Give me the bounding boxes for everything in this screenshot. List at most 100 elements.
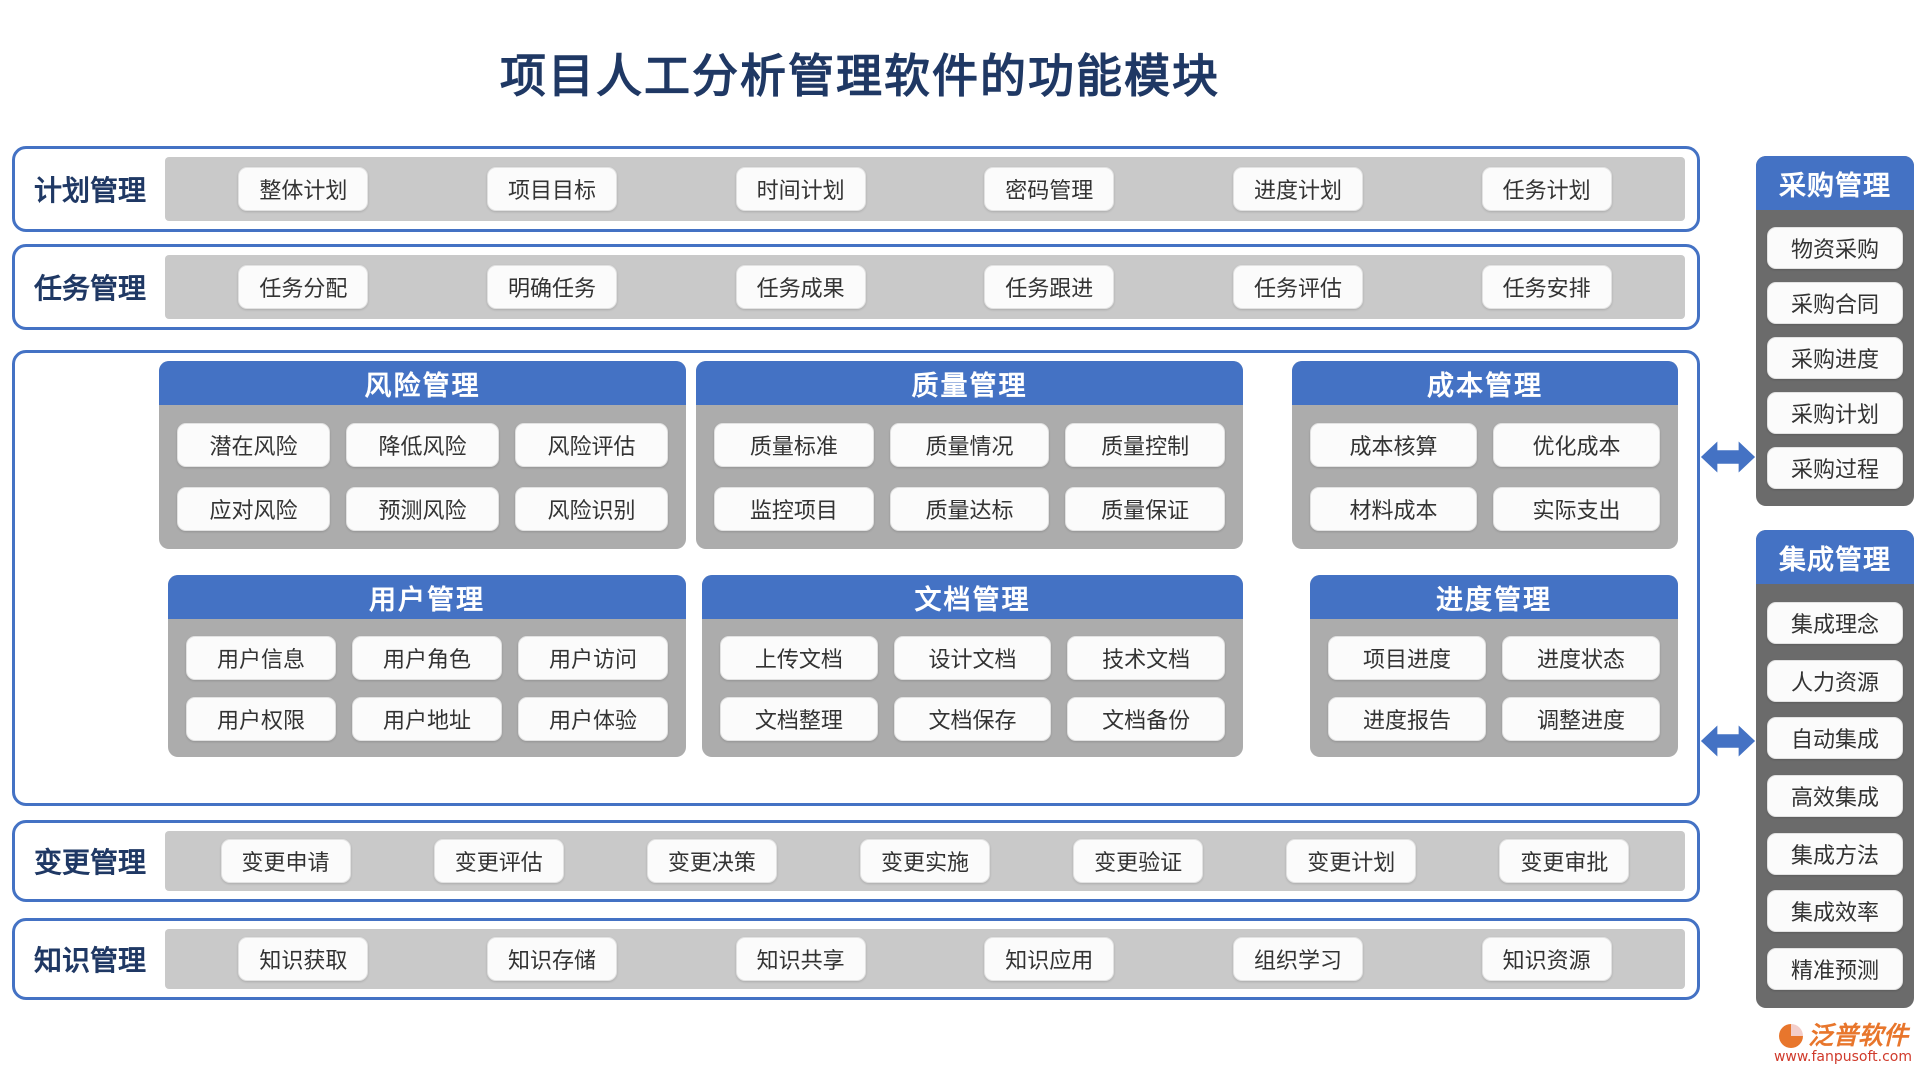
- plan-module-button[interactable]: 时间计划: [735, 167, 866, 211]
- core-modules-container: 风险管理 潜在风险降低风险风险评估应对风险预测风险风险识别 质量管理 质量标准质…: [12, 350, 1700, 806]
- risk-module-button[interactable]: 风险识别: [515, 487, 668, 531]
- cost-module-button[interactable]: 优化成本: [1493, 423, 1660, 467]
- integration-module-button[interactable]: 人力资源: [1767, 659, 1903, 702]
- change-module-button[interactable]: 变更申请: [220, 839, 351, 883]
- task-module-button[interactable]: 任务分配: [238, 265, 369, 309]
- user-module-button[interactable]: 用户地址: [352, 696, 502, 741]
- procurement-module-button[interactable]: 采购计划: [1767, 392, 1903, 435]
- procurement-module-button[interactable]: 采购进度: [1767, 336, 1903, 379]
- risk-management-header: 风险管理: [159, 361, 686, 405]
- procurement-module-button[interactable]: 物资采购: [1767, 226, 1903, 269]
- task-module-button[interactable]: 明确任务: [486, 265, 617, 309]
- plan-module-button[interactable]: 密码管理: [984, 167, 1115, 211]
- quality-module-button[interactable]: 质量保证: [1065, 487, 1225, 531]
- progress-module-button[interactable]: 进度状态: [1502, 635, 1660, 680]
- task-management-label: 任务管理: [33, 272, 146, 305]
- change-module-button[interactable]: 变更计划: [1286, 839, 1417, 883]
- procurement-management-body: 物资采购采购合同采购进度采购计划采购过程: [1756, 210, 1914, 506]
- risk-management-body: 潜在风险降低风险风险评估应对风险预测风险风险识别: [159, 405, 686, 549]
- progress-module-button[interactable]: 进度报告: [1328, 696, 1486, 741]
- progress-module-button[interactable]: 项目进度: [1328, 635, 1486, 680]
- knowledge-module-button[interactable]: 知识资源: [1481, 937, 1612, 981]
- integration-module-button[interactable]: 自动集成: [1767, 717, 1903, 760]
- change-module-button[interactable]: 变更验证: [1073, 839, 1204, 883]
- quality-management-header: 质量管理: [696, 361, 1243, 405]
- task-module-button[interactable]: 任务跟进: [984, 265, 1115, 309]
- quality-module-button[interactable]: 质量达标: [889, 487, 1050, 531]
- knowledge-module-button[interactable]: 组织学习: [1232, 937, 1363, 981]
- fanpu-logo-icon: [1778, 1023, 1803, 1048]
- risk-module-button[interactable]: 降低风险: [346, 423, 499, 467]
- risk-management-panel: 风险管理 潜在风险降低风险风险评估应对风险预测风险风险识别: [159, 361, 686, 549]
- plan-management-row: 计划管理 整体计划项目目标时间计划密码管理进度计划任务计划: [12, 146, 1700, 232]
- risk-module-button[interactable]: 应对风险: [177, 487, 330, 531]
- document-module-button[interactable]: 技术文档: [1067, 635, 1225, 680]
- plan-module-button[interactable]: 整体计划: [238, 167, 369, 211]
- risk-module-button[interactable]: 预测风险: [346, 487, 499, 531]
- double-arrow-icon: [1700, 725, 1756, 757]
- procurement-module-button[interactable]: 采购过程: [1767, 447, 1903, 490]
- cost-management-body: 成本核算优化成本材料成本实际支出: [1292, 405, 1678, 549]
- quality-management-panel: 质量管理 质量标准质量情况质量控制监控项目质量达标质量保证: [696, 361, 1243, 549]
- cost-module-button[interactable]: 成本核算: [1310, 423, 1477, 467]
- integration-management-panel: 集成管理 集成理念人力资源自动集成高效集成集成方法集成效率精准预测: [1756, 530, 1914, 1008]
- progress-management-header: 进度管理: [1310, 575, 1678, 619]
- integration-module-button[interactable]: 精准预测: [1767, 948, 1903, 991]
- task-management-row: 任务管理 任务分配 明确任务 任务成果 任务跟进 任务评估 任务安排: [12, 244, 1700, 330]
- knowledge-module-button[interactable]: 知识应用: [984, 937, 1115, 981]
- document-module-button[interactable]: 文档备份: [1067, 696, 1225, 741]
- progress-module-button[interactable]: 调整进度: [1502, 696, 1660, 741]
- plan-management-band: 整体计划 项目目标 时间计划 密码管理 进度计划 任务计划: [165, 157, 1685, 221]
- user-module-button[interactable]: 用户访问: [518, 635, 668, 680]
- document-module-button[interactable]: 文档整理: [720, 696, 878, 741]
- cost-module-button[interactable]: 实际支出: [1493, 487, 1660, 531]
- task-module-button[interactable]: 任务安排: [1481, 265, 1612, 309]
- risk-module-button[interactable]: 潜在风险: [177, 423, 330, 467]
- brand-name: 泛普软件: [1807, 1021, 1908, 1050]
- plan-module-button[interactable]: 进度计划: [1232, 167, 1363, 211]
- progress-management-panel: 进度管理 项目进度进度状态进度报告调整进度: [1310, 575, 1678, 757]
- document-management-header: 文档管理: [702, 575, 1243, 619]
- knowledge-management-row: 知识管理 知识获取知识存储知识共享知识应用组织学习知识资源: [12, 918, 1700, 1000]
- task-module-button[interactable]: 任务评估: [1232, 265, 1363, 309]
- procurement-module-button[interactable]: 采购合同: [1767, 281, 1903, 324]
- document-module-button[interactable]: 设计文档: [893, 635, 1052, 680]
- knowledge-module-button[interactable]: 知识共享: [735, 937, 866, 981]
- integration-module-button[interactable]: 集成方法: [1767, 832, 1903, 875]
- document-module-button[interactable]: 上传文档: [720, 635, 878, 680]
- document-management-body: 上传文档设计文档技术文档文档整理文档保存文档备份: [702, 619, 1243, 757]
- procurement-management-panel: 采购管理 物资采购采购合同采购进度采购计划采购过程: [1756, 156, 1914, 506]
- task-module-button[interactable]: 任务成果: [735, 265, 866, 309]
- user-module-button[interactable]: 用户体验: [518, 696, 668, 741]
- document-module-button[interactable]: 文档保存: [893, 696, 1052, 741]
- integration-module-button[interactable]: 集成理念: [1767, 601, 1903, 644]
- plan-module-button[interactable]: 任务计划: [1481, 167, 1612, 211]
- change-module-button[interactable]: 变更实施: [859, 839, 990, 883]
- document-management-panel: 文档管理 上传文档设计文档技术文档文档整理文档保存文档备份: [702, 575, 1243, 757]
- cost-module-button[interactable]: 材料成本: [1310, 487, 1477, 531]
- change-module-button[interactable]: 变更审批: [1499, 839, 1630, 883]
- change-management-row: 变更管理 变更申请 变更评估 变更决策 变更实施 变更验证 变更计划 变更审批: [12, 820, 1700, 902]
- user-management-header: 用户管理: [168, 575, 686, 619]
- risk-module-button[interactable]: 风险评估: [515, 423, 668, 467]
- plan-module-button[interactable]: 项目目标: [486, 167, 617, 211]
- user-module-button[interactable]: 用户角色: [352, 635, 502, 680]
- change-module-button[interactable]: 变更决策: [646, 839, 777, 883]
- knowledge-module-button[interactable]: 知识存储: [486, 937, 617, 981]
- user-module-button[interactable]: 用户信息: [186, 635, 336, 680]
- user-module-button[interactable]: 用户权限: [186, 696, 336, 741]
- quality-module-button[interactable]: 质量标准: [714, 423, 874, 467]
- quality-module-button[interactable]: 质量控制: [1065, 423, 1225, 467]
- brand-url[interactable]: www.fanpusoft.com: [1773, 1048, 1913, 1065]
- integration-management-body: 集成理念人力资源自动集成高效集成集成方法集成效率精准预测: [1756, 584, 1914, 1008]
- integration-module-button[interactable]: 高效集成: [1767, 774, 1903, 817]
- change-module-button[interactable]: 变更评估: [433, 839, 564, 883]
- footer-brand: 泛普软件 www.fanpusoft.com: [1770, 1022, 1916, 1065]
- quality-module-button[interactable]: 监控项目: [714, 487, 874, 531]
- integration-module-button[interactable]: 集成效率: [1767, 890, 1903, 933]
- task-management-band: 任务分配 明确任务 任务成果 任务跟进 任务评估 任务安排: [165, 255, 1685, 319]
- knowledge-module-button[interactable]: 知识获取: [238, 937, 369, 981]
- user-management-body: 用户信息用户角色用户访问用户权限用户地址用户体验: [168, 619, 686, 757]
- quality-module-button[interactable]: 质量情况: [889, 423, 1050, 467]
- change-management-label: 变更管理: [33, 846, 146, 879]
